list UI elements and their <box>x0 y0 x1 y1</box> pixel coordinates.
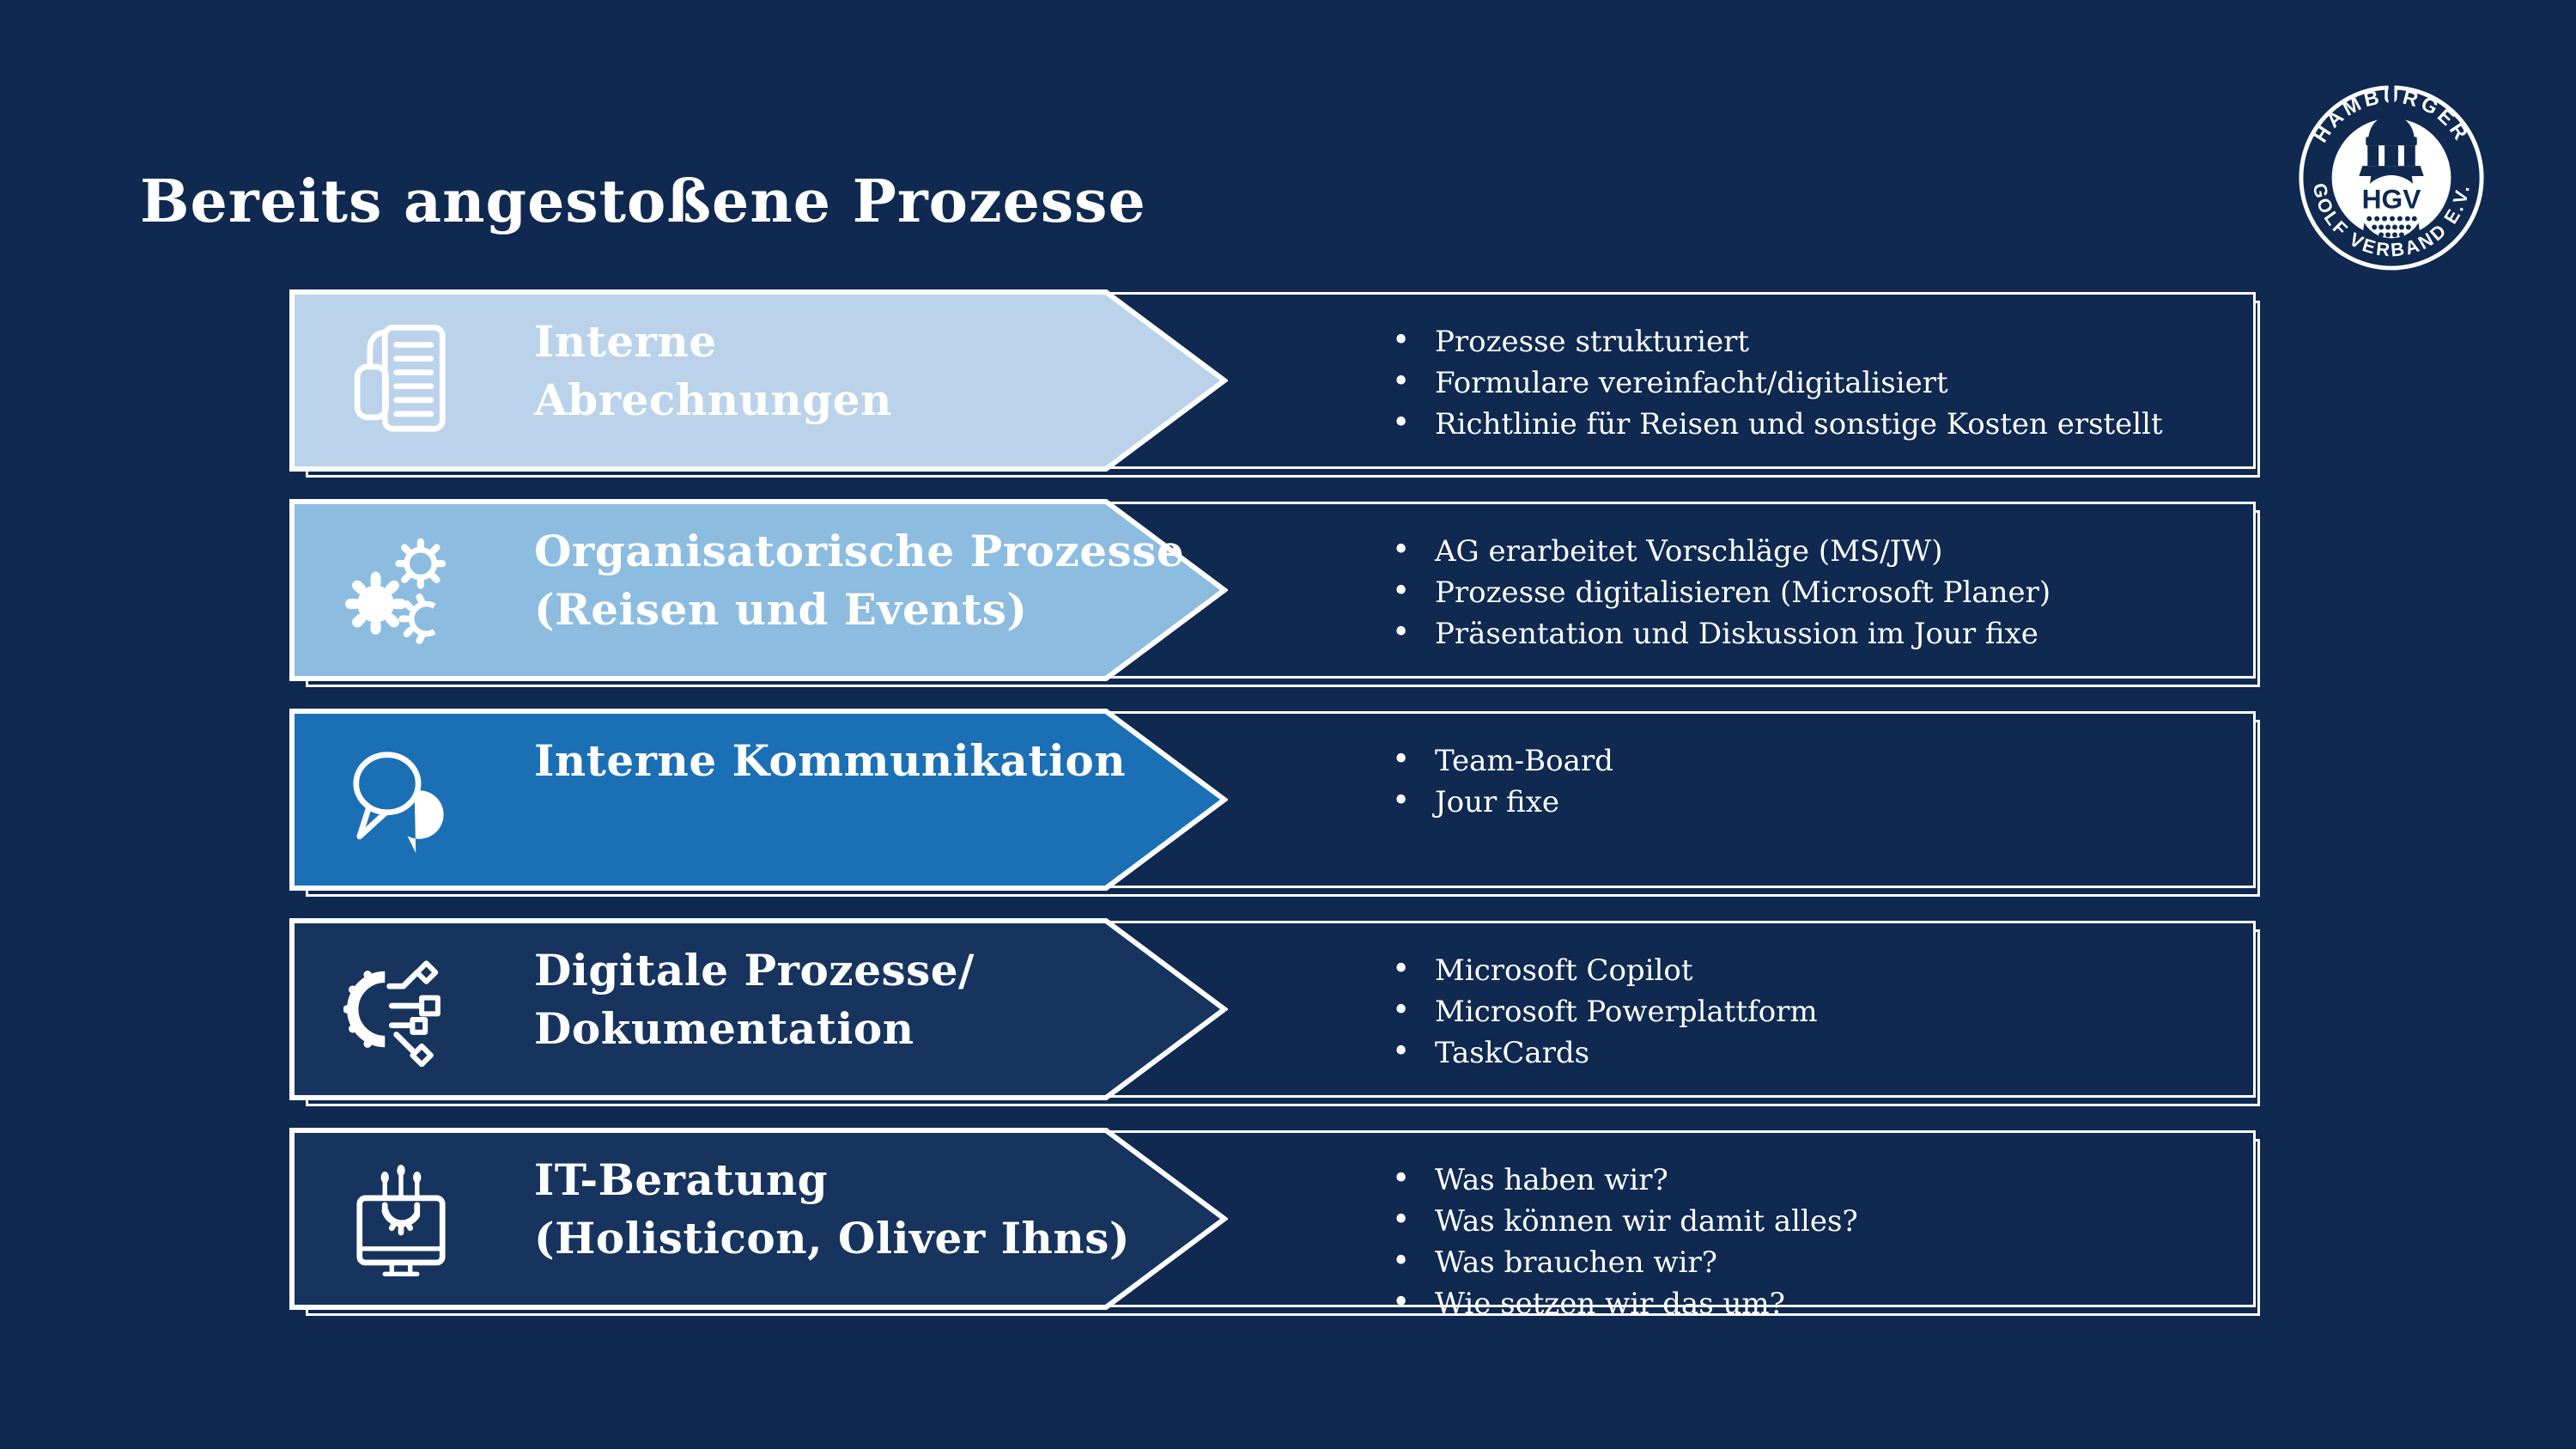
row-label: Organisatorische Prozesse (Reisen und Ev… <box>534 522 1184 639</box>
logo-center-text: HGV <box>2362 184 2421 215</box>
process-row-it-beratung: IT-Beratung (Holisticon, Oliver Ihns) Wa… <box>289 1128 2260 1324</box>
row-bullet-list: Team-Board Jour fixe <box>1392 740 1613 823</box>
row-label-line1: Digitale Prozesse/ <box>534 945 975 995</box>
row-arrow-banner <box>289 918 1228 1100</box>
bullet-item: AG erarbeitet Vorschläge (MS/JW) <box>1392 530 2050 572</box>
bullet-item: Richtlinie für Reisen und sonstige Koste… <box>1392 403 2163 445</box>
gears-icon <box>343 533 459 648</box>
bullet-item: Prozesse strukturiert <box>1392 320 2163 362</box>
bullet-item: Was können wir damit alles? <box>1392 1200 1858 1242</box>
row-label: Interne Kommunikation <box>534 732 1126 790</box>
row-bullet-list: Prozesse strukturiert Formulare vereinfa… <box>1392 320 2163 445</box>
row-arrow-banner <box>289 709 1228 891</box>
process-row-organisatorische-prozesse: Organisatorische Prozesse (Reisen und Ev… <box>289 499 2260 687</box>
bullet-item: Jour fixe <box>1392 781 1613 823</box>
arrow-shape <box>289 709 1228 891</box>
arrow-shape <box>289 289 1228 472</box>
hgv-logo: HAMBURGER GOLF VERBAND E.V. HGV <box>2294 81 2488 275</box>
process-row-interne-kommunikation: Interne Kommunikation Team-Board Jour fi… <box>289 709 2260 897</box>
row-label: IT-Beratung (Holisticon, Oliver Ihns) <box>534 1151 1130 1268</box>
process-row-digitale-prozesse: Digitale Prozesse/ Dokumentation Microso… <box>289 918 2260 1106</box>
row-label-line1: Interne <box>534 316 717 367</box>
bullet-item: Team-Board <box>1392 740 1613 782</box>
row-arrow-banner <box>289 499 1228 681</box>
row-arrow-banner <box>289 1128 1228 1310</box>
bullet-item: Microsoft Powerplattform <box>1392 990 1818 1032</box>
arrow-shape <box>289 918 1228 1100</box>
arrow-shape <box>289 499 1228 681</box>
arrow-shape <box>289 1128 1228 1310</box>
row-arrow-banner <box>289 289 1228 472</box>
row-label: Digitale Prozesse/ Dokumentation <box>534 941 975 1058</box>
partial-gear <box>398 594 436 644</box>
hgv-logo-badge: HAMBURGER GOLF VERBAND E.V. HGV <box>2299 83 2484 271</box>
row-label-line2: Dokumentation <box>534 1003 914 1054</box>
page-title: Bereits angestoßene Prozesse <box>140 167 1146 236</box>
row-label-line1: Organisatorische Prozesse <box>534 526 1185 576</box>
process-row-interne-abrechnungen: Interne Abrechnungen Prozesse strukturie… <box>289 289 2260 478</box>
bullet-item: Wie setzen wir das um? <box>1392 1282 1858 1324</box>
row-label-line2: (Reisen und Events) <box>534 584 1028 635</box>
bullet-item: Was haben wir? <box>1392 1159 1858 1201</box>
bullet-item: Präsentation und Diskussion im Jour fixe <box>1392 612 2050 654</box>
solid-gear <box>345 573 407 635</box>
receipt-icon <box>343 323 459 438</box>
bullet-item: Was brauchen wir? <box>1392 1241 1858 1283</box>
lighthouse-slit <box>2397 145 2404 167</box>
it-consulting-icon <box>343 1161 459 1276</box>
row-label-line1: Interne Kommunikation <box>534 735 1127 786</box>
golf-ball-icon <box>2360 175 2423 239</box>
outline-gear <box>395 538 447 589</box>
speech-bubbles-icon <box>343 742 459 857</box>
row-label-line2: Abrechnungen <box>534 374 892 425</box>
bullet-item: TaskCards <box>1392 1032 1818 1074</box>
row-label: Interne Abrechnungen <box>534 313 892 429</box>
bullet-item: Microsoft Copilot <box>1392 949 1818 991</box>
golf-ball-dimples <box>2366 216 2417 238</box>
row-label-line2: (Holisticon, Oliver Ihns) <box>534 1213 1130 1263</box>
row-bullet-list: Microsoft Copilot Microsoft Powerplattfo… <box>1392 949 1818 1074</box>
bullet-item: Formulare vereinfacht/digitalisiert <box>1392 362 2163 404</box>
digital-process-icon <box>343 952 459 1068</box>
bullet-item: Prozesse digitalisieren (Microsoft Plane… <box>1392 571 2050 613</box>
lighthouse-slit <box>2379 145 2385 167</box>
row-bullet-list: Was haben wir? Was können wir damit alle… <box>1392 1159 1858 1324</box>
row-bullet-list: AG erarbeitet Vorschläge (MS/JW) Prozess… <box>1392 530 2050 654</box>
row-label-line1: IT-Beratung <box>534 1154 829 1205</box>
